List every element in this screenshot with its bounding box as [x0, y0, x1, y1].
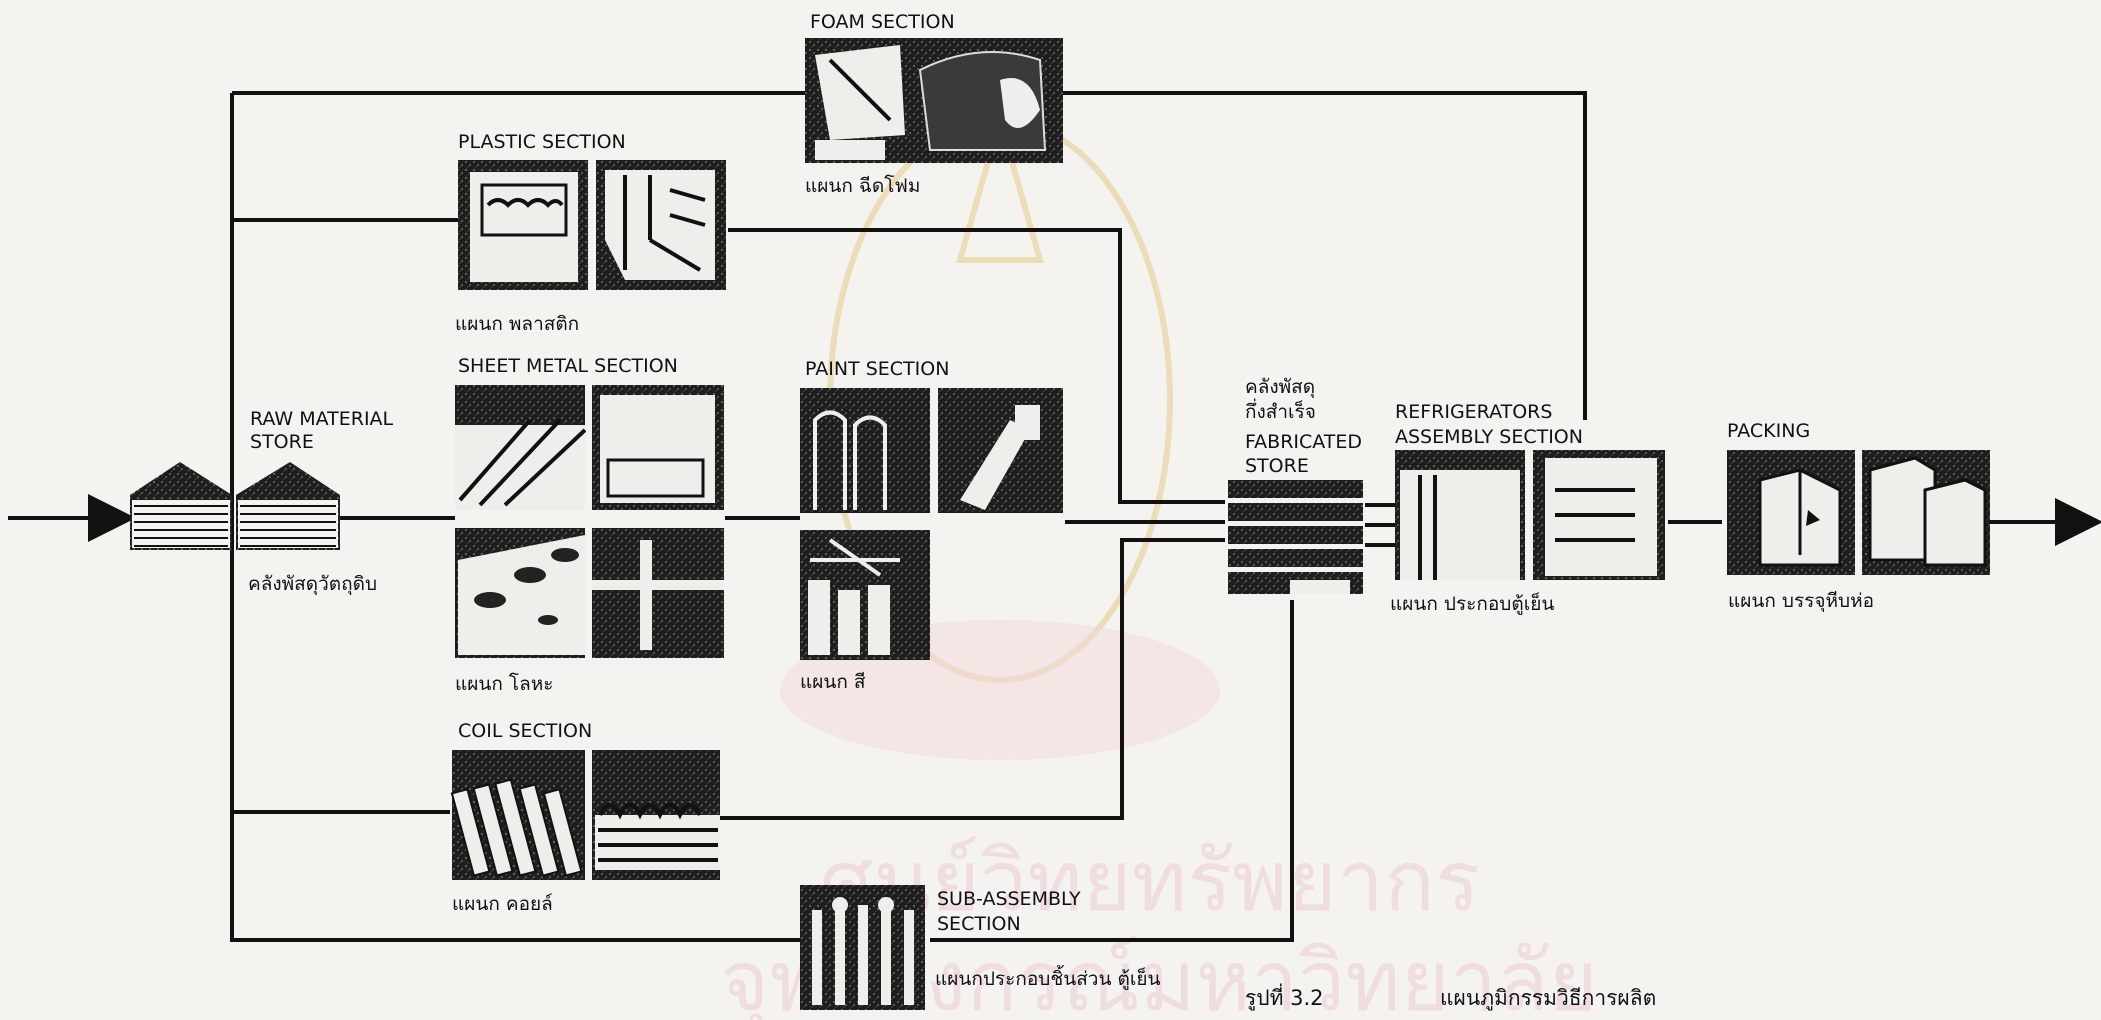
- raw-material-title-1: RAW MATERIAL: [250, 408, 394, 430]
- sub-assembly-parts-icon: [800, 885, 925, 1010]
- sheet-metal-section: SHEET METAL SECTION แผนก โลหะ: [455, 355, 724, 695]
- fabricated-store: คลังพัสดุ กึ่งสำเร็จ FABRICATED STORE: [1228, 376, 1363, 594]
- raw-material-thai: คลังพัสดุวัตถุดิบ: [248, 573, 377, 596]
- assembly-section: REFRIGERATORS ASSEMBLY SECTION แผนก ประก…: [1390, 401, 1665, 615]
- sheet-metal-title: SHEET METAL SECTION: [458, 355, 678, 377]
- sub-assembly-thai: แผนกประกอบชิ้นส่วน ตู้เย็น: [935, 965, 1160, 990]
- sheet-metal-thai: แผนก โลหะ: [455, 672, 554, 695]
- foam-machine-icon: [805, 38, 1063, 163]
- fabricated-thai-1: คลังพัสดุ: [1245, 376, 1315, 399]
- fabricated-title-1: FABRICATED: [1245, 431, 1362, 453]
- sub-assembly-title-2: SECTION: [937, 913, 1021, 935]
- refrigerator-icon: [1395, 450, 1665, 580]
- coil-section: COIL SECTION แผนก คอยล์: [452, 720, 720, 915]
- paint-thai: แผนก สี: [800, 671, 866, 693]
- figure-number: รูปที่ 3.2: [1245, 983, 1324, 1011]
- sheet-metal-press-icon: [455, 385, 724, 658]
- assembly-thai: แผนก ประกอบตู้เย็น: [1390, 591, 1554, 615]
- warehouse-icon: [130, 462, 340, 550]
- raw-material-store: RAW MATERIAL STORE คลังพัสดุวัตถุดิบ: [130, 408, 394, 596]
- coil-tubes-icon: [452, 750, 720, 880]
- figure-caption-text: แผนภูมิกรรมวิธีการผลิต: [1440, 986, 1656, 1011]
- plastic-title: PLASTIC SECTION: [458, 131, 626, 153]
- foam-section: FOAM SECTION แผนก ฉีดโฟม: [805, 11, 1063, 197]
- packing-boxes-icon: [1727, 450, 1990, 575]
- fabricated-thai-2: กึ่งสำเร็จ: [1245, 398, 1316, 423]
- raw-material-title-2: STORE: [250, 431, 314, 453]
- assembly-title-2: ASSEMBLY SECTION: [1395, 426, 1583, 448]
- plastic-thai: แผนก พลาสติก: [455, 313, 579, 335]
- packing-thai: แผนก บรรจุหีบห่อ: [1728, 590, 1874, 613]
- shelving-icon: [1228, 480, 1363, 594]
- paint-title: PAINT SECTION: [805, 358, 949, 380]
- foam-thai: แผนก ฉีดโฟม: [805, 174, 920, 197]
- fabricated-title-2: STORE: [1245, 455, 1309, 477]
- paint-spray-icon: [800, 388, 1063, 660]
- coil-title: COIL SECTION: [458, 720, 592, 742]
- plastic-liner-icon: [458, 160, 726, 290]
- foam-title: FOAM SECTION: [810, 11, 955, 33]
- coil-thai: แผนก คอยล์: [452, 893, 553, 915]
- assembly-title-1: REFRIGERATORS: [1395, 401, 1552, 423]
- sub-assembly-title-1: SUB-ASSEMBLY: [937, 888, 1081, 910]
- plastic-section: PLASTIC SECTION แผนก พลาสติก: [455, 131, 726, 335]
- packing-section: PACKING แผนก บรรจุหีบห่อ: [1727, 420, 1990, 613]
- figure-caption: รูปที่ 3.2 แผนภูมิกรรมวิธีการผลิต: [1245, 983, 1656, 1011]
- packing-title: PACKING: [1727, 420, 1810, 442]
